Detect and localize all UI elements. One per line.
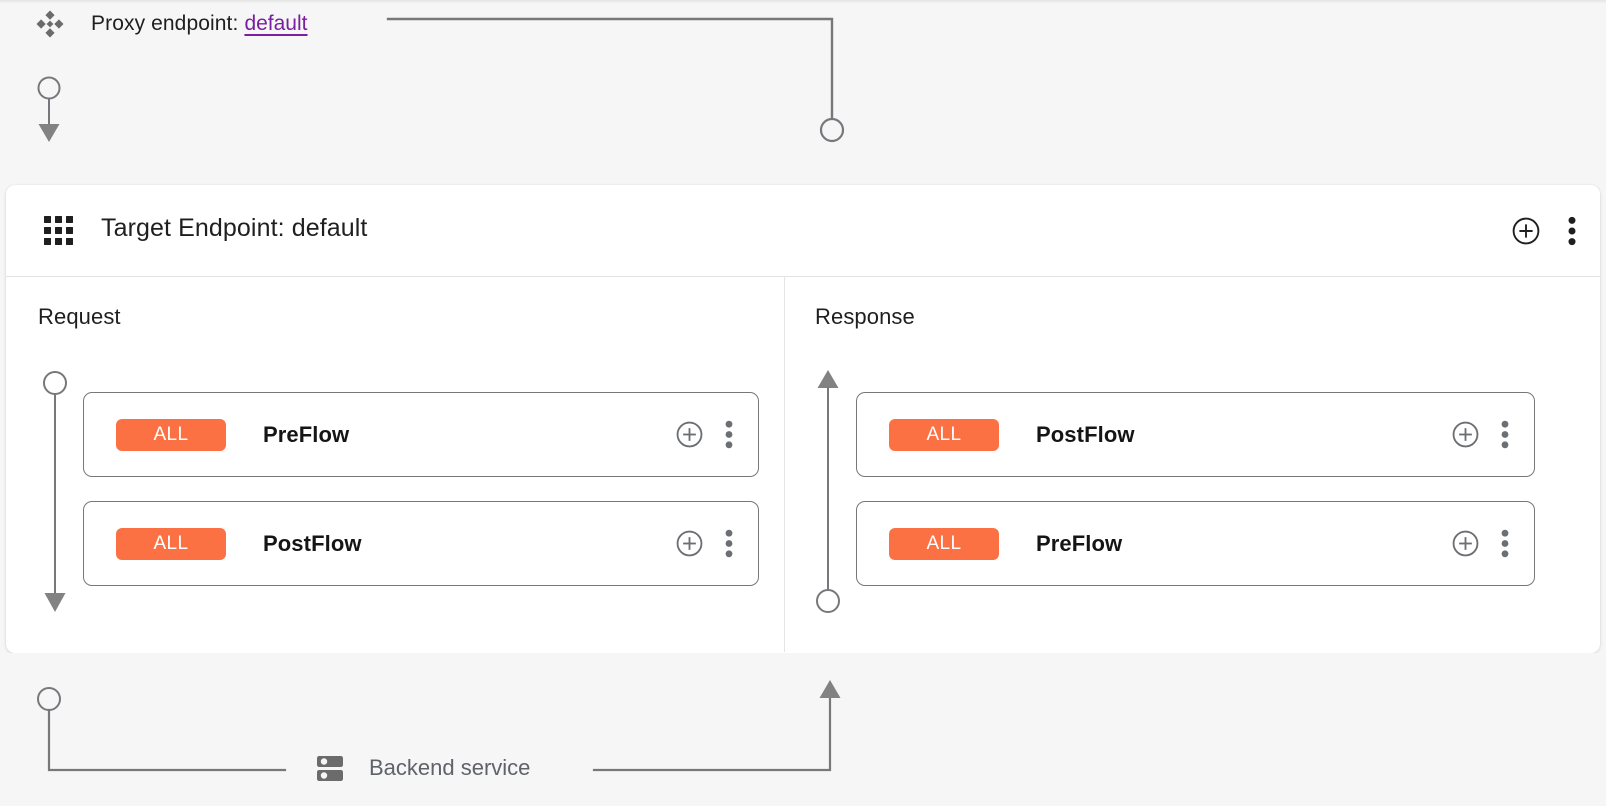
- server-rack-icon: [313, 751, 347, 785]
- backend-service-section: Backend service: [0, 653, 1606, 806]
- flow-name-label: PostFlow: [263, 530, 362, 556]
- request-column: Request ALL PreFlow: [6, 277, 785, 652]
- more-vert-icon: [1568, 216, 1576, 246]
- flow-row-actions: [1452, 420, 1509, 449]
- add-policy-button[interactable]: [676, 530, 703, 557]
- response-column-title: Response: [815, 304, 915, 329]
- flow-row[interactable]: ALL PostFlow: [856, 392, 1535, 477]
- request-column-title: Request: [38, 304, 121, 329]
- flow-row-actions: [676, 420, 733, 449]
- backend-service-row[interactable]: Backend service: [313, 748, 530, 788]
- flow-condition-badge: ALL: [889, 418, 999, 451]
- add-policy-button[interactable]: [1452, 530, 1479, 557]
- more-vert-icon: [1501, 420, 1509, 449]
- flow-row-actions: [676, 529, 733, 558]
- apps-grid-icon: [44, 216, 74, 246]
- more-vert-icon: [725, 529, 733, 558]
- flow-name-label: PostFlow: [1036, 421, 1135, 447]
- flow-condition-badge: ALL: [116, 527, 226, 560]
- top-edge-divider: [0, 0, 1606, 3]
- target-endpoint-title: Target Endpoint: default: [101, 214, 368, 242]
- plus-circle-icon: [1452, 530, 1479, 557]
- more-options-button[interactable]: [1501, 529, 1509, 558]
- flow-row[interactable]: ALL PreFlow: [856, 501, 1535, 586]
- response-flow-list: ALL PostFlow: [856, 392, 1535, 610]
- proxy-endpoint-section: Proxy endpoint: default: [0, 0, 1606, 185]
- more-options-button[interactable]: [725, 420, 733, 449]
- flow-condition-badge: ALL: [889, 527, 999, 560]
- plus-circle-icon: [676, 530, 703, 557]
- more-vert-icon: [725, 420, 733, 449]
- proxy-endpoint-label: Proxy endpoint:: [91, 12, 239, 35]
- add-policy-button[interactable]: [1452, 421, 1479, 448]
- flow-row[interactable]: ALL PreFlow: [83, 392, 759, 477]
- target-endpoint-actions: [1512, 185, 1576, 277]
- flow-row[interactable]: ALL PostFlow: [83, 501, 759, 586]
- add-policy-button[interactable]: [1512, 217, 1540, 245]
- backend-connectors: [37, 680, 841, 772]
- flow-name-label: PreFlow: [1036, 530, 1123, 556]
- plus-circle-icon: [1512, 217, 1540, 245]
- plus-circle-icon: [1452, 421, 1479, 448]
- flow-columns: Request ALL PreFlow: [6, 277, 1600, 652]
- flow-name-label: PreFlow: [263, 421, 350, 447]
- more-options-button[interactable]: [1501, 420, 1509, 449]
- proxy-endpoint-row: Proxy endpoint: default: [34, 6, 308, 42]
- more-options-button[interactable]: [1568, 216, 1576, 246]
- more-vert-icon: [1501, 529, 1509, 558]
- response-column: Response ALL PostFlow: [785, 277, 1599, 652]
- more-options-button[interactable]: [725, 529, 733, 558]
- proxy-endpoint-value-link[interactable]: default: [244, 12, 308, 35]
- add-policy-button[interactable]: [676, 421, 703, 448]
- target-endpoint-header: Target Endpoint: default: [6, 185, 1600, 277]
- proxy-endpoint-icon: [34, 8, 66, 40]
- plus-circle-icon: [676, 421, 703, 448]
- flow-row-actions: [1452, 529, 1509, 558]
- request-flow-list: ALL PreFlow: [83, 392, 759, 610]
- target-endpoint-card: Target Endpoint: default: [6, 185, 1600, 653]
- backend-service-label: Backend service: [369, 755, 531, 780]
- flow-condition-badge: ALL: [116, 418, 226, 451]
